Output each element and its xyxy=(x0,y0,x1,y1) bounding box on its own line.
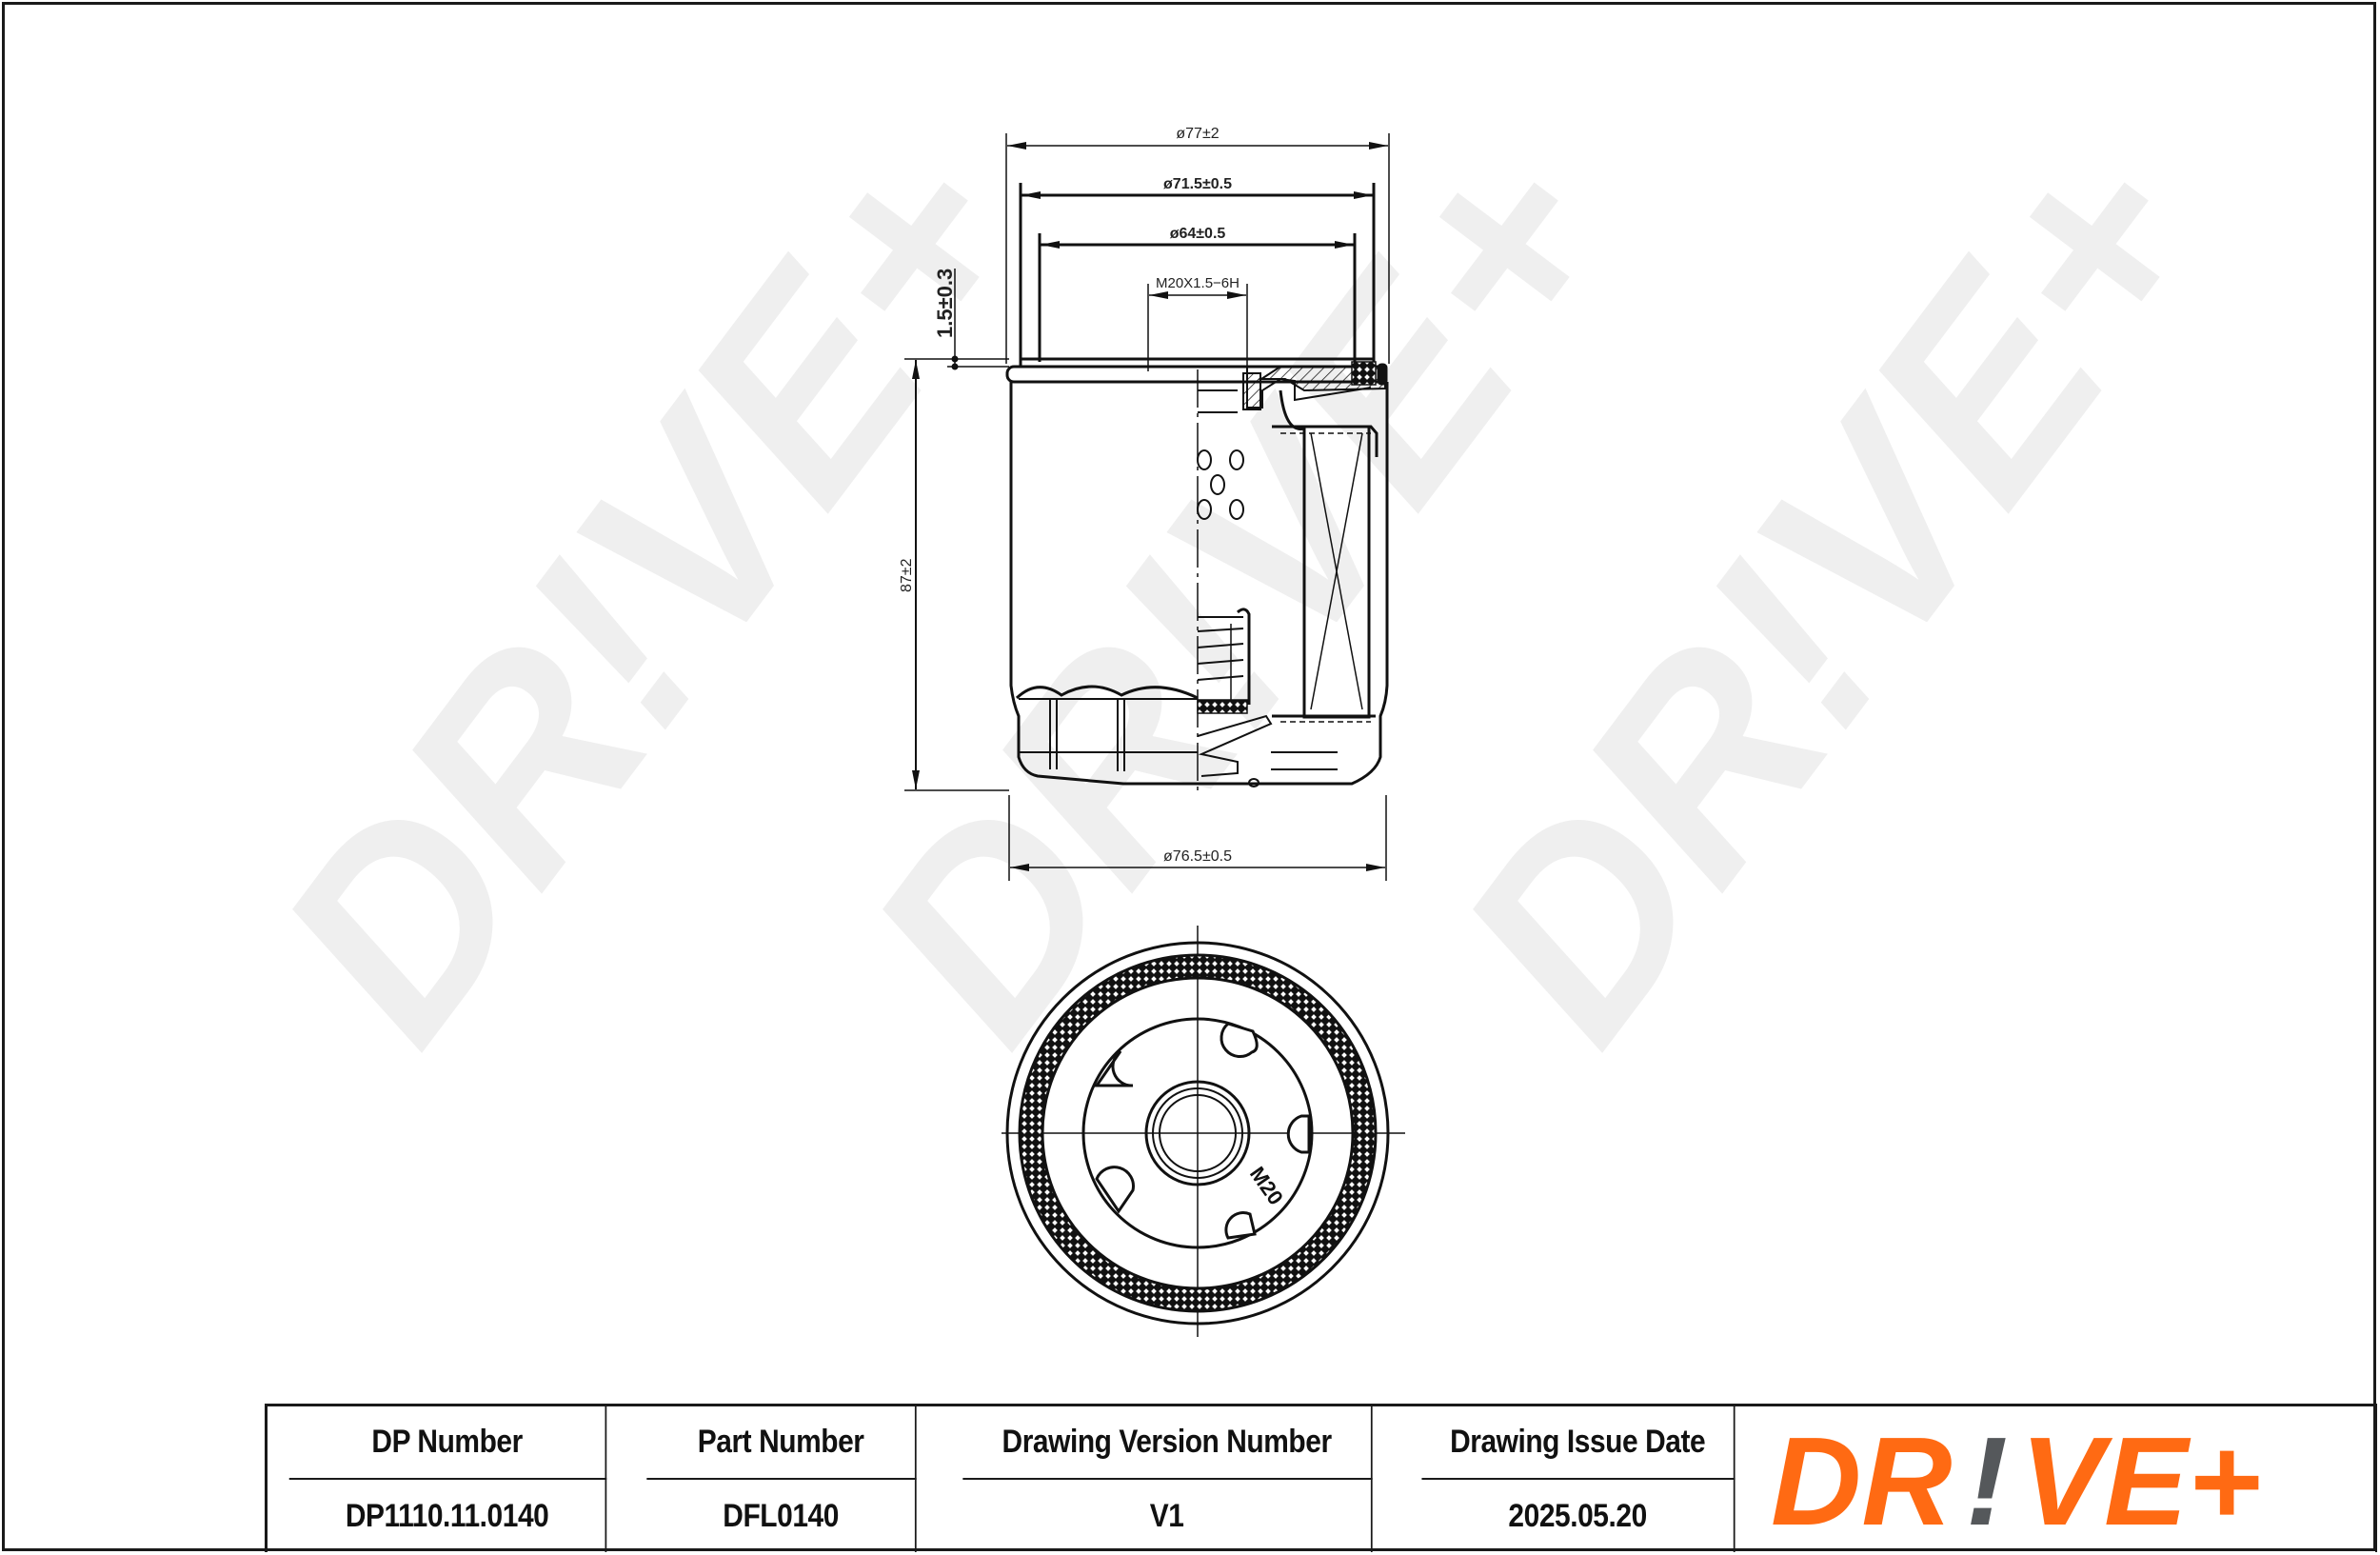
brand-logo: DR ! VE+ xyxy=(1756,1406,2377,1552)
header-part-number: Part Number xyxy=(646,1406,917,1480)
dim-gasket-outer-diameter: ø71.5±0.5 xyxy=(1163,176,1232,192)
header-drawing-version: Drawing Version Number xyxy=(962,1406,1373,1480)
header-issue-date: Drawing Issue Date xyxy=(1421,1406,1735,1480)
dim-thread: M20X1.5−6H xyxy=(1156,275,1240,291)
dim-height: 87±2 xyxy=(899,558,915,592)
logo-exclamation: ! xyxy=(1966,1418,2008,1542)
title-block: DP Number Part Number Drawing Version Nu… xyxy=(265,1404,2377,1552)
value-part-number: DFL0140 xyxy=(646,1480,917,1552)
watermark-layer: DR!VE+ DR!VE+ DR!VE+ xyxy=(220,91,2261,1092)
drive-logo-icon: DR ! VE+ xyxy=(1771,1418,2261,1542)
dim-gasket-inner-diameter: ø64±0.5 xyxy=(1170,226,1226,242)
front-section-view xyxy=(904,133,1390,881)
dim-body-diameter: ø76.5±0.5 xyxy=(1163,848,1232,865)
value-drawing-version: V1 xyxy=(962,1480,1373,1552)
logo-text-ve: VE+ xyxy=(2020,1418,2261,1542)
dimension-labels: ø77±2 ø71.5±0.5 ø64±0.5 M20X1.5−6H 1.5±0… xyxy=(899,126,1240,865)
value-issue-date: 2025.05.20 xyxy=(1421,1480,1735,1552)
value-dp-number: DP1110.11.0140 xyxy=(289,1480,607,1552)
logo-text-dr: DR xyxy=(1771,1418,1953,1542)
dim-gasket-height: 1.5±0.3 xyxy=(933,269,957,338)
dim-outer-diameter: ø77±2 xyxy=(1176,126,1219,142)
bottom-thread-label: M20 xyxy=(1245,1163,1288,1209)
header-dp-number: DP Number xyxy=(288,1406,607,1480)
bottom-view xyxy=(1002,926,1405,1337)
title-block-table: DP Number Part Number Drawing Version Nu… xyxy=(268,1406,1756,1552)
